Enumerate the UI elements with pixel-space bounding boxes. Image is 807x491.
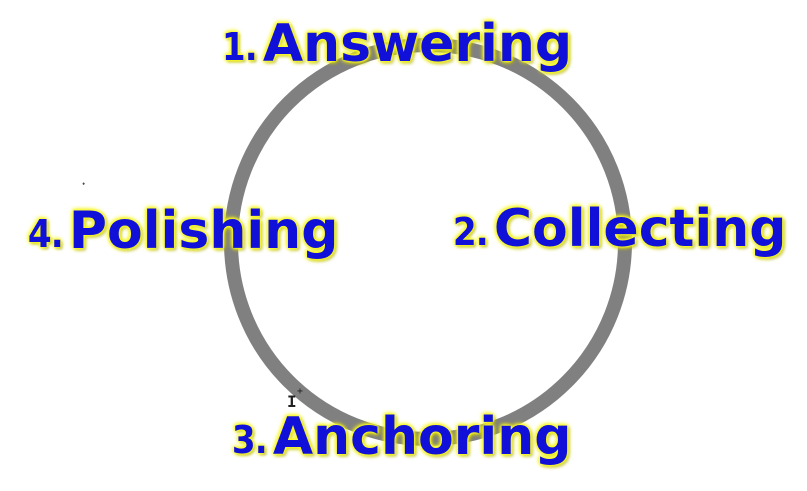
step-number: 2. xyxy=(452,210,489,254)
step-number: 4. xyxy=(27,212,64,256)
step-polishing: 4. Polishing xyxy=(24,201,339,261)
step-label: Collecting xyxy=(493,199,787,259)
step-number: 3. xyxy=(231,418,268,462)
step-answering: 1. Answering xyxy=(218,18,572,70)
cycle-circle xyxy=(224,38,632,446)
small-mark-icon: ˖ xyxy=(81,179,87,189)
step-number: 1. xyxy=(221,25,258,69)
crosshair-icon: + xyxy=(297,386,304,397)
step-label: Answering xyxy=(262,14,573,74)
step-collecting: 2. Collecting xyxy=(449,199,787,259)
step-label: Anchoring xyxy=(272,407,572,467)
text-cursor-icon: I xyxy=(287,392,297,411)
step-anchoring: 3. Anchoring xyxy=(228,407,572,467)
step-label: Polishing xyxy=(68,201,339,261)
